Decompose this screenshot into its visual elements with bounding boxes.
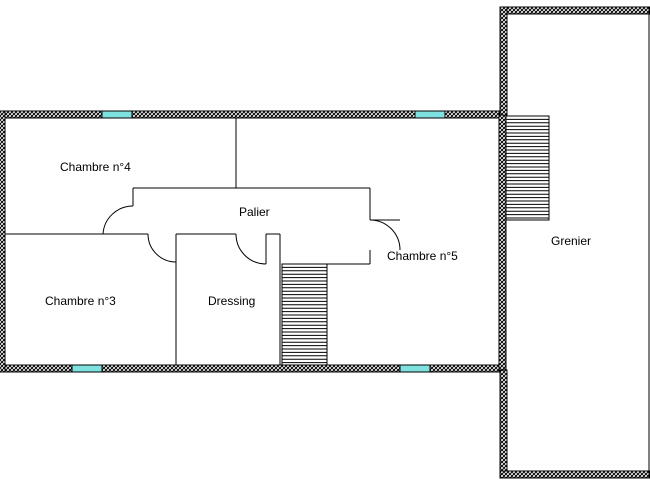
main-floor-walls [0,110,507,373]
grenier-walls [499,6,650,479]
windows [71,110,446,373]
grenier-left-wall-lower [499,369,508,479]
grenier-top-wall [499,6,650,15]
window-bottom-left [71,364,103,373]
window-top-right [414,110,446,119]
left-wall [0,110,6,373]
right-wall [498,110,507,373]
room-label-dressing: Dressing [208,294,255,308]
room-label-chambre4: Chambre n°4 [60,160,131,174]
window-top-left [101,110,133,119]
grenier-left-wall-upper [499,6,508,116]
window-bottom-right [399,364,431,373]
main-stairs [281,263,328,366]
room-label-chambre3: Chambre n°3 [45,294,116,308]
grenier-bottom-wall [499,470,650,479]
interior-walls [5,118,401,365]
room-label-palier: Palier [239,205,270,219]
room-labels: Chambre n°4 Palier Chambre n°5 Chambre n… [45,160,591,308]
room-label-grenier: Grenier [551,234,591,248]
grenier-stairs [505,115,550,221]
room-label-chambre5: Chambre n°5 [387,249,458,263]
